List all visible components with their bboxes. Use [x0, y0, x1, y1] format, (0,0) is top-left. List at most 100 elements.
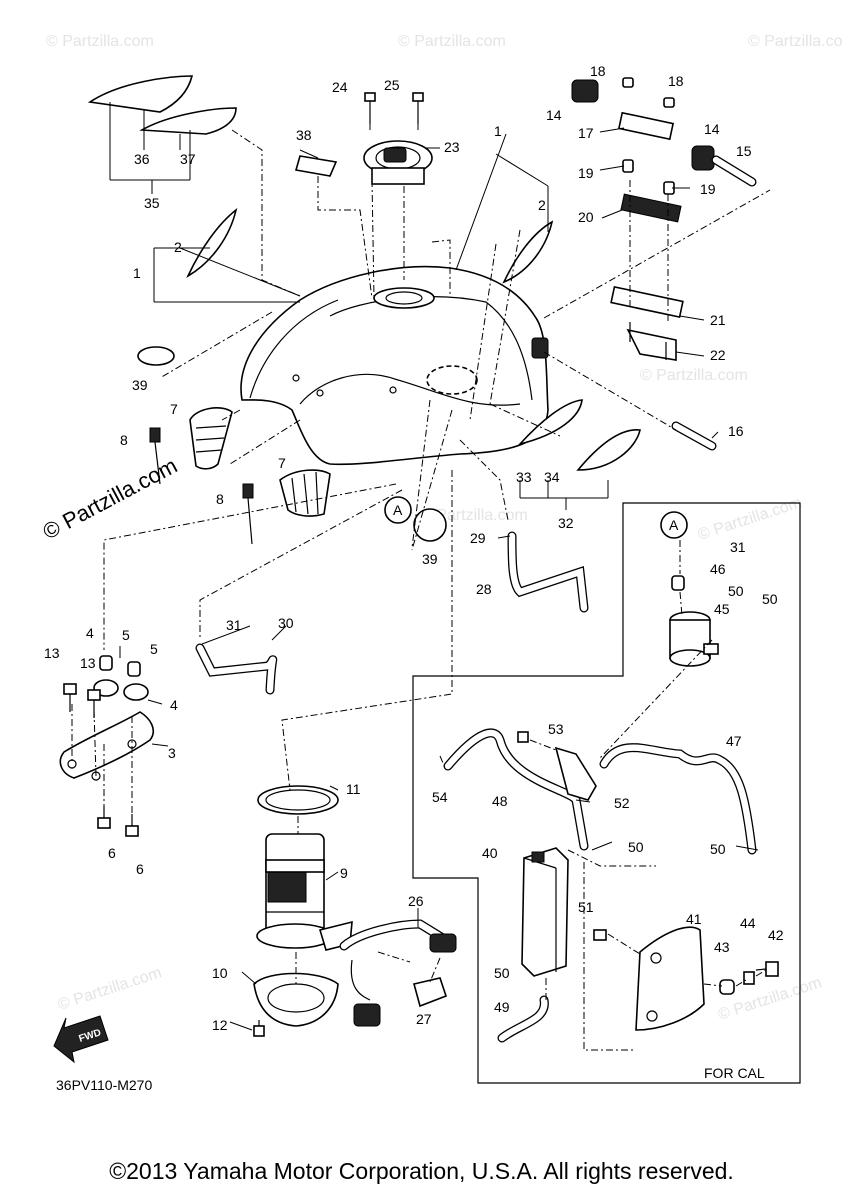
callout-27: 27	[416, 1011, 432, 1027]
callout-2: 2	[174, 239, 182, 255]
callout-39: 39	[132, 377, 148, 393]
bolt-12	[253, 1020, 265, 1037]
callout-10: 10	[212, 965, 228, 981]
callout-30: 30	[278, 615, 294, 631]
callout-7: 7	[278, 455, 286, 471]
callout-8: 8	[216, 491, 224, 507]
callout-39: 39	[422, 551, 438, 567]
fuel-tank	[240, 265, 549, 466]
callout-20: 20	[578, 209, 594, 225]
fwd-arrow: FWD	[53, 1015, 109, 1064]
callout-19: 19	[700, 181, 716, 197]
collar-44	[743, 971, 755, 985]
canister-40	[521, 847, 569, 977]
bracket-3	[59, 711, 155, 781]
callout-50: 50	[762, 591, 778, 607]
callout-24: 24	[332, 79, 348, 95]
callout-7: 7	[170, 401, 178, 417]
bracket-52	[554, 746, 597, 801]
callout-28: 28	[476, 581, 492, 597]
tie-8-bottom	[242, 483, 254, 545]
callout-18: 18	[668, 73, 684, 89]
callout-49: 49	[494, 999, 510, 1015]
emblem-2-right	[502, 220, 554, 284]
callout-54: 54	[432, 789, 448, 805]
leader-lines	[109, 101, 759, 1031]
for-cal-label: FOR CAL	[704, 1065, 765, 1081]
cover-33	[517, 399, 583, 446]
bracket-41	[635, 926, 705, 1031]
callout-12: 12	[212, 1017, 228, 1033]
callout-45: 45	[714, 601, 730, 617]
fuel-pump-9	[256, 833, 353, 951]
canister-45	[669, 611, 719, 667]
bolt-16	[671, 421, 717, 451]
callout-22: 22	[710, 347, 726, 363]
diagram-code: 36PV110-M270	[56, 1077, 152, 1093]
callout-51: 51	[578, 899, 594, 915]
callout-23: 23	[444, 139, 460, 155]
callout-2: 2	[538, 197, 546, 213]
watermark-main: © Partzilla.com	[39, 453, 182, 545]
callout-50: 50	[728, 583, 744, 599]
bolt-42	[755, 961, 779, 977]
cover-37	[139, 107, 237, 135]
reference-a-cal	[660, 511, 688, 539]
bolt-51	[593, 929, 607, 941]
callout-6: 6	[108, 845, 116, 861]
callout-3: 3	[168, 745, 176, 761]
watermark: © Partzilla.com	[696, 494, 804, 543]
hinge-assembly	[571, 77, 757, 361]
pad-39-top	[137, 346, 175, 366]
callout-31: 31	[226, 617, 242, 633]
callout-31: 31	[730, 539, 746, 555]
callout-9: 9	[340, 865, 348, 881]
tie-8-top	[149, 427, 161, 485]
callout-34: 34	[544, 469, 560, 485]
callout-50: 50	[628, 839, 644, 855]
callout-43: 43	[714, 939, 730, 955]
callout-42: 42	[768, 927, 784, 943]
callout-52: 52	[614, 795, 630, 811]
label-38	[294, 155, 338, 177]
callout-1: 1	[494, 123, 502, 139]
callout-44: 44	[740, 915, 756, 931]
callout-1: 1	[133, 265, 141, 281]
plate-10	[253, 972, 339, 1027]
clip-27	[413, 977, 448, 1008]
callout-29: 29	[470, 530, 486, 546]
callout-17: 17	[578, 125, 594, 141]
dash-lines	[71, 129, 771, 1051]
callout-26: 26	[408, 893, 424, 909]
callout-16: 16	[728, 423, 744, 439]
pad-39-bottom	[413, 508, 447, 542]
reference-a-main	[384, 496, 412, 524]
callout-38: 38	[296, 127, 312, 143]
bolts-6	[97, 806, 139, 837]
callout-14: 14	[704, 121, 720, 137]
callout-19: 19	[578, 165, 594, 181]
for-cal-region-border	[412, 502, 801, 1084]
reference-a-main-label: A	[393, 502, 403, 518]
callout-48: 48	[492, 793, 508, 809]
callout-4: 4	[86, 625, 94, 641]
callout-14: 14	[546, 107, 562, 123]
callout-35: 35	[144, 195, 160, 211]
callout-5: 5	[122, 627, 130, 643]
watermark: © Partzilla.com	[56, 964, 164, 1013]
o-ring-11	[257, 785, 339, 815]
callout-50: 50	[494, 965, 510, 981]
watermark: © Partzilla.com	[420, 507, 528, 524]
callout-13: 13	[44, 645, 60, 661]
callout-8: 8	[120, 432, 128, 448]
callout-21: 21	[710, 312, 726, 328]
bolts-13	[63, 683, 101, 718]
watermark: © Partzilla.com	[398, 33, 506, 50]
bolt-53	[517, 731, 529, 743]
cover-36	[87, 75, 194, 113]
callout-15: 15	[736, 143, 752, 159]
callout-4: 4	[170, 697, 178, 713]
callout-50: 50	[710, 841, 726, 857]
emblem-2-left	[186, 207, 238, 278]
